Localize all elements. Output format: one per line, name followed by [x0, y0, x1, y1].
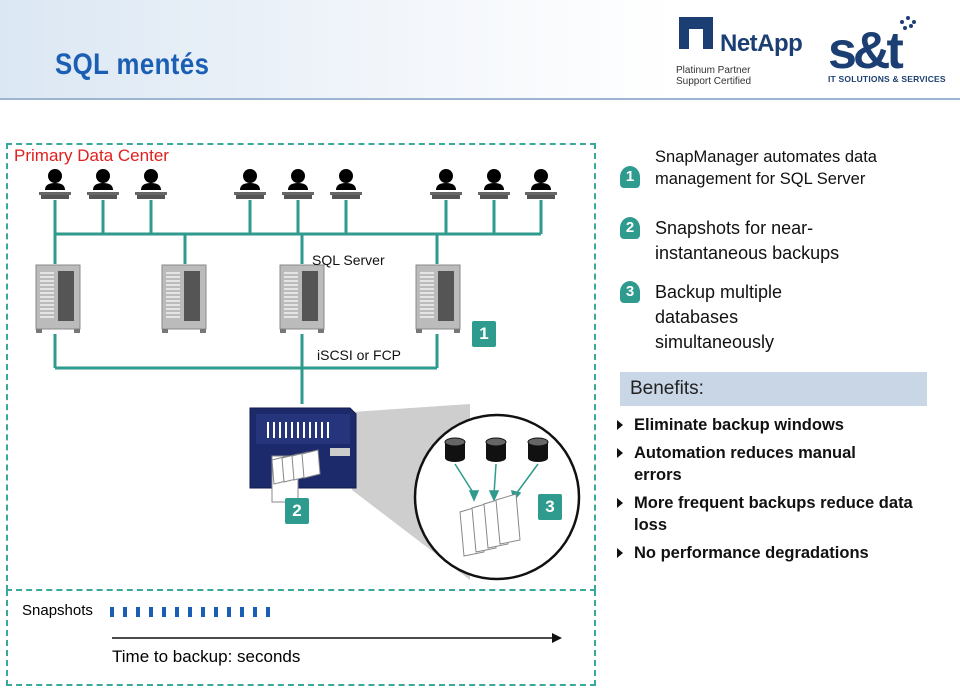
user-group-2: [234, 169, 362, 199]
network-lines: [53, 200, 543, 404]
snapshot-docs-large: [459, 493, 521, 557]
bullet-icon: [617, 448, 623, 458]
database-2-icon: [485, 437, 507, 463]
netapp-logo-text: NetApp: [720, 30, 803, 57]
db-arrows: [454, 463, 539, 502]
step-1-number: 1: [620, 166, 640, 188]
user-group-1: [39, 169, 167, 199]
netapp-logo-icon: [679, 17, 713, 49]
network-diagram: [35, 169, 581, 643]
partner-line-1: Platinum Partner: [676, 65, 751, 76]
step-3-number: 3: [620, 281, 640, 303]
time-arrow: [112, 633, 562, 643]
sql-server-label: SQL Server: [312, 252, 385, 268]
step-2-text: Snapshots for near-instantaneous backups: [655, 218, 840, 263]
benefit-item: No performance degradations: [634, 544, 869, 562]
iscsi-label: iSCSI or FCP: [317, 347, 402, 363]
user-group-3: [430, 169, 557, 199]
benefits-header-bar: [620, 372, 927, 406]
step-2-number: 2: [620, 217, 640, 239]
timeline-region: [6, 590, 596, 686]
benefits-title: Benefits:: [630, 378, 704, 399]
snapshot-docs-small: [271, 449, 321, 485]
datacenter-region: [6, 143, 596, 591]
snapshot-ticks: [110, 607, 270, 617]
database-3-icon: [527, 437, 549, 463]
bullet-icon: [617, 548, 623, 558]
st-logo-text: IT SOLUTIONS & SERVICES: [828, 74, 946, 84]
time-to-backup-label: Time to backup: seconds: [112, 647, 301, 666]
datacenter-label: Primary Data Center: [14, 146, 169, 165]
step-3-badge: 3: [538, 494, 562, 520]
benefit-item: Automation reduces manual errors: [634, 444, 856, 484]
step-1-badge: 1: [472, 321, 496, 347]
database-1-icon: [444, 437, 466, 463]
step-3-text: Backup multiple databases simultaneously: [655, 282, 783, 352]
bullet-icon: [617, 498, 623, 508]
header-banner: [0, 0, 960, 100]
snapshots-label: Snapshots: [22, 602, 93, 619]
step-2-badge: 2: [285, 498, 309, 524]
svg-text:s&t: s&t: [828, 22, 903, 76]
server-1: [35, 264, 81, 334]
server-2: [161, 264, 207, 334]
benefit-item: More frequent backups reduce data loss: [634, 494, 913, 534]
partner-line-2: Support Certified: [676, 76, 752, 87]
step-1-text: SnapManager automates data management fo…: [655, 148, 877, 188]
server-4: [415, 264, 461, 334]
benefit-item: Eliminate backup windows: [634, 416, 844, 434]
st-logo-icon: s&t: [828, 16, 916, 76]
bullet-icon: [617, 420, 623, 430]
sql-server: [279, 264, 325, 334]
page-title: SQL mentés: [55, 48, 210, 81]
